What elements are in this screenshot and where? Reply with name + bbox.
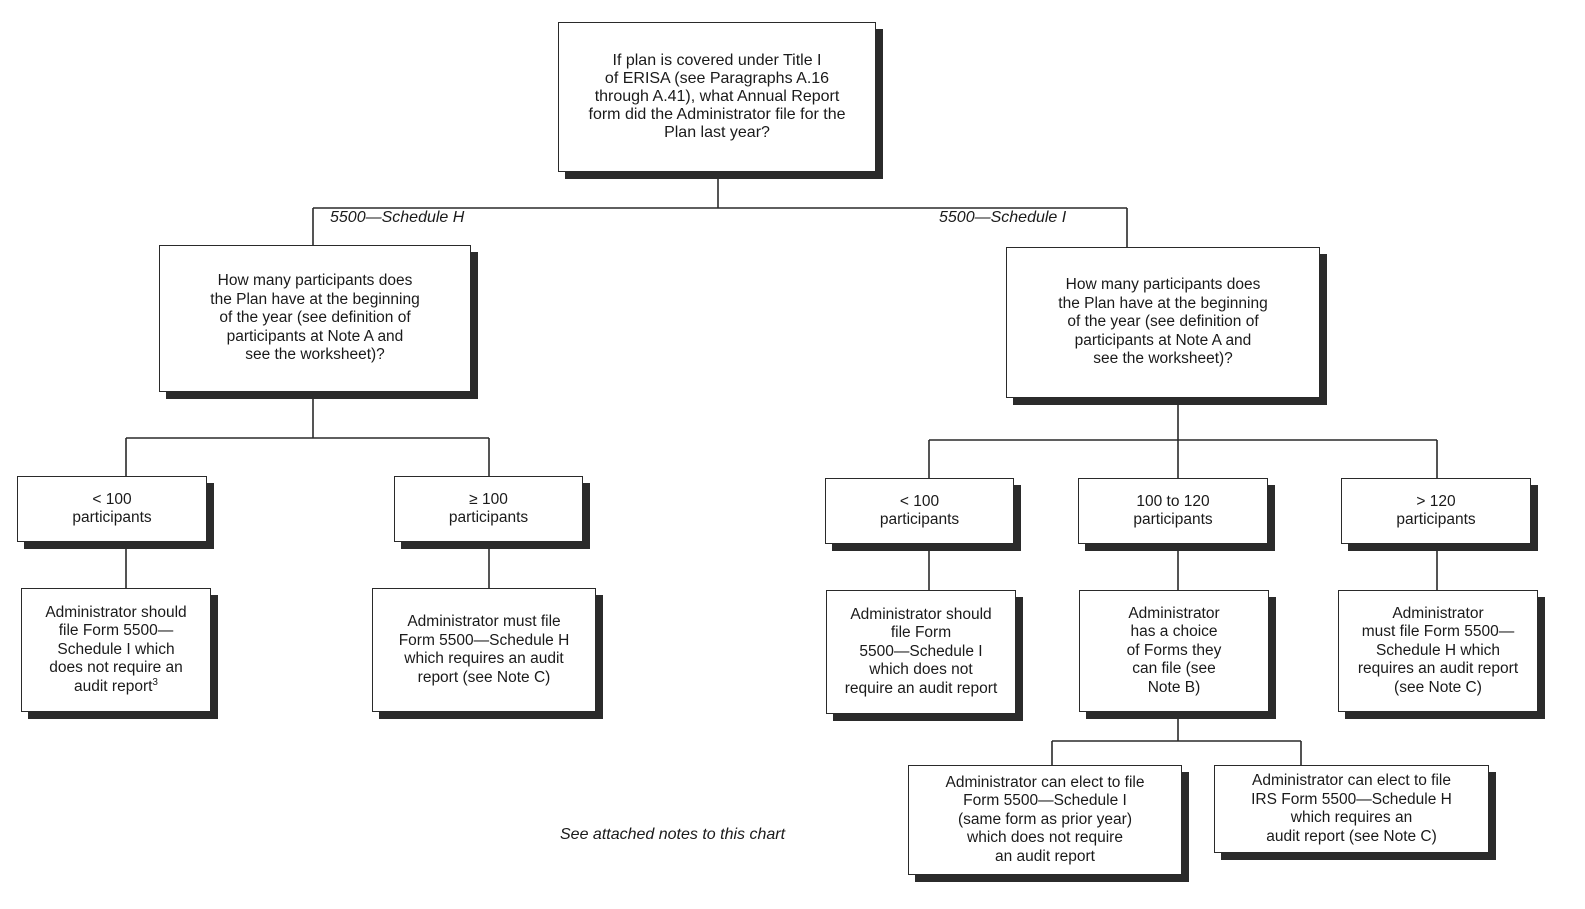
right-choice-box: Administrator has a choice of Forms they… — [1079, 590, 1269, 712]
left-lt100-result-box: Administrator should file Form 5500— Sch… — [21, 588, 211, 712]
branch-label-schedule-h: 5500—Schedule H — [330, 209, 465, 226]
left-ge100-result-box: Administrator must file Form 5500—Schedu… — [372, 588, 596, 712]
left-question-box: How many participants does the Plan have… — [159, 245, 471, 392]
elect-schedule-h-text: Administrator can elect to file IRS Form… — [1251, 772, 1452, 845]
left-lt100-text: < 100 participants — [72, 490, 152, 527]
right-100-120-text: 100 to 120 participants — [1133, 492, 1213, 529]
elect-schedule-h-box: Administrator can elect to file IRS Form… — [1214, 765, 1489, 853]
elect-schedule-i-text: Administrator can elect to file Form 550… — [945, 773, 1145, 865]
root-question-box: If plan is covered under Title I of ERIS… — [558, 22, 876, 172]
right-lt100-result-box: Administrator should file Form 5500—Sche… — [826, 590, 1016, 714]
right-question-text: How many participants does the Plan have… — [1058, 276, 1268, 368]
branch-label-schedule-i: 5500—Schedule I — [939, 209, 1067, 226]
left-lt100-box: < 100 participants — [17, 476, 207, 542]
left-lt100-result-text: Administrator should file Form 5500— Sch… — [45, 604, 186, 697]
right-gt120-box: > 120 participants — [1341, 478, 1531, 544]
left-ge100-box: ≥ 100 participants — [394, 476, 583, 542]
right-lt100-box: < 100 participants — [825, 478, 1014, 544]
elect-schedule-i-box: Administrator can elect to file Form 550… — [908, 765, 1182, 875]
left-ge100-result-text: Administrator must file Form 5500—Schedu… — [398, 613, 570, 686]
right-100-120-box: 100 to 120 participants — [1078, 478, 1268, 544]
right-gt120-result-box: Administrator must file Form 5500— Sched… — [1338, 590, 1538, 712]
left-lt100-result-main: Administrator should file Form 5500— Sch… — [45, 603, 187, 695]
right-gt120-text: > 120 participants — [1396, 492, 1476, 529]
footnote-marker: 3 — [152, 676, 158, 688]
chart-footnote: See attached notes to this chart — [560, 826, 786, 843]
right-lt100-result-text: Administrator should file Form 5500—Sche… — [844, 605, 998, 697]
left-question-text: How many participants does the Plan have… — [210, 272, 420, 364]
right-question-box: How many participants does the Plan have… — [1006, 247, 1320, 398]
right-choice-text: Administrator has a choice of Forms they… — [1126, 604, 1222, 696]
right-lt100-text: < 100 participants — [879, 492, 960, 529]
right-gt120-result-text: Administrator must file Form 5500— Sched… — [1357, 604, 1519, 696]
left-ge100-text: ≥ 100 participants — [448, 490, 529, 527]
root-question-text: If plan is covered under Title I of ERIS… — [588, 52, 846, 141]
